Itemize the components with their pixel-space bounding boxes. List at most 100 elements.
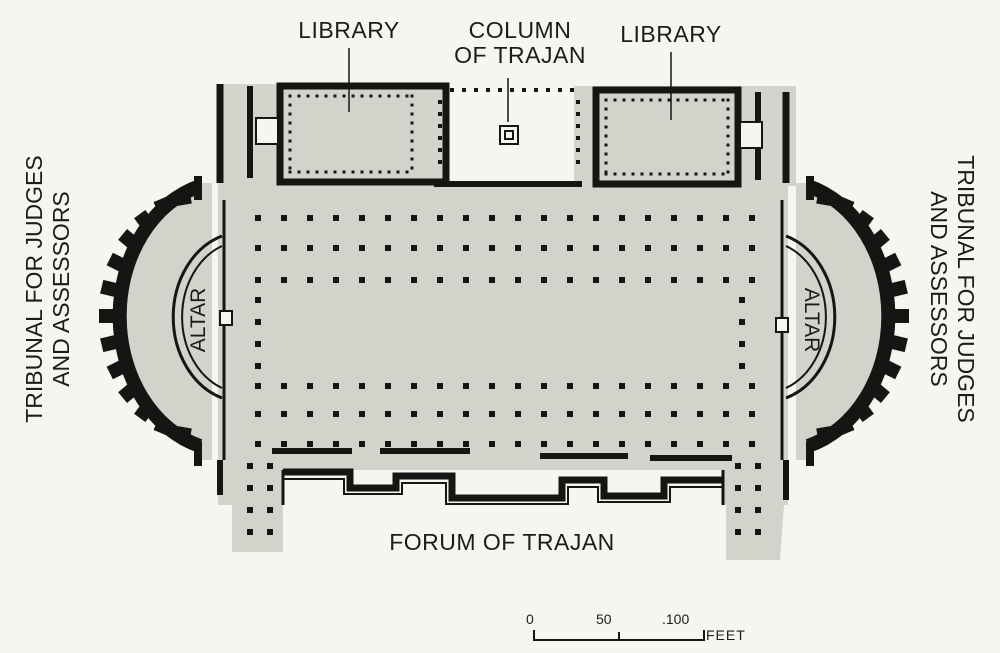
column-dot	[463, 383, 469, 389]
column-dot	[645, 411, 651, 417]
column-dot	[247, 507, 253, 513]
column-dot	[359, 277, 365, 283]
library-column-dot	[640, 172, 644, 176]
apse-niche	[870, 229, 890, 249]
apse-niche	[891, 335, 908, 353]
courtyard-column-dot	[438, 136, 442, 140]
column-dot	[619, 441, 625, 447]
apse-niche	[882, 360, 902, 380]
column-dot	[307, 441, 313, 447]
tribunal-left-label: TRIBUNAL FOR JUDGES AND ASSESSORS	[21, 129, 75, 449]
column-dot	[463, 441, 469, 447]
courtyard-column-dot	[570, 88, 574, 92]
library-column-dot	[297, 170, 301, 174]
courtyard-column-dot	[576, 112, 580, 116]
courtyard-column-dot	[438, 160, 442, 164]
column-dot	[307, 277, 313, 283]
library-column-dot	[387, 94, 391, 98]
column-dot	[755, 529, 761, 535]
column-dot	[489, 215, 495, 221]
library-column-dot	[333, 94, 337, 98]
column-dot	[619, 215, 625, 221]
column-dot	[307, 383, 313, 389]
apse-niche	[153, 196, 172, 216]
label-pointer-lines	[348, 48, 672, 122]
column-dot	[411, 411, 417, 417]
library-column-dot	[396, 170, 400, 174]
library-column-dot	[396, 94, 400, 98]
library-column-dot	[694, 172, 698, 176]
column-dot	[255, 441, 261, 447]
library-column-dot	[351, 94, 355, 98]
courtyard-column-dot	[558, 88, 562, 92]
library-column-dot	[333, 170, 337, 174]
library-column-dot	[631, 98, 635, 102]
column-dot	[437, 277, 443, 283]
library-column-dot	[604, 134, 608, 138]
library-column-dot	[288, 121, 292, 125]
library-column-dot	[721, 98, 725, 102]
column-dot	[567, 245, 573, 251]
forum-facade	[272, 448, 732, 505]
library-column-dot	[726, 125, 730, 129]
column-dot	[255, 277, 261, 283]
column-dot	[697, 383, 703, 389]
column-dot	[749, 441, 755, 447]
main-walls	[216, 84, 790, 500]
library-column-dot	[288, 94, 292, 98]
courtyard-column-dot	[438, 124, 442, 128]
column-dot	[735, 463, 741, 469]
column-dot	[411, 215, 417, 221]
column-dot	[281, 277, 287, 283]
library-left-label: LIBRARY	[298, 17, 400, 43]
library-column-dot	[613, 98, 617, 102]
column-dot	[619, 277, 625, 283]
apse-niche	[836, 416, 855, 436]
column-dot	[307, 245, 313, 251]
apse-niche	[106, 252, 126, 272]
column-dot	[739, 341, 745, 347]
column-dot	[645, 383, 651, 389]
apse-niche	[854, 402, 874, 423]
library-column-dot	[324, 94, 328, 98]
apse-niche	[134, 209, 154, 230]
column-dot	[723, 245, 729, 251]
library-column-dot	[387, 170, 391, 174]
altar-right-label: ALTAR	[800, 287, 823, 353]
column-dot	[281, 215, 287, 221]
library-column-dot	[703, 98, 707, 102]
library-column-dot	[726, 161, 730, 165]
column-dot	[247, 485, 253, 491]
column-dot	[359, 441, 365, 447]
library-column-dot	[410, 103, 414, 107]
library-column-dot	[721, 172, 725, 176]
column-dot	[593, 441, 599, 447]
apse-niche	[870, 383, 890, 403]
library-column-dot	[315, 94, 319, 98]
column-label-line2: OF TRAJAN	[454, 42, 586, 68]
library-right-label: LIBRARY	[620, 21, 722, 47]
column-dot	[437, 441, 443, 447]
library-column-dot	[604, 152, 608, 156]
library-column-dot	[360, 170, 364, 174]
library-column-dot	[342, 94, 346, 98]
library-column-dot	[410, 121, 414, 125]
column-dot	[749, 383, 755, 389]
column-dot	[255, 383, 261, 389]
column-dot	[755, 485, 761, 491]
column-dot	[723, 277, 729, 283]
altar-bases	[219, 310, 789, 333]
library-column-dot	[703, 172, 707, 176]
library-column-dot	[324, 170, 328, 174]
library-column-dot	[351, 170, 355, 174]
library-column-dot	[676, 172, 680, 176]
column-dot	[333, 245, 339, 251]
column-dot	[359, 411, 365, 417]
library-column-dot	[658, 98, 662, 102]
column-dot	[385, 215, 391, 221]
courtyard-column-dot	[462, 88, 466, 92]
library-column-dot	[694, 98, 698, 102]
column-dot	[749, 277, 755, 283]
column-dot	[307, 215, 313, 221]
library-column-dot	[604, 143, 608, 147]
